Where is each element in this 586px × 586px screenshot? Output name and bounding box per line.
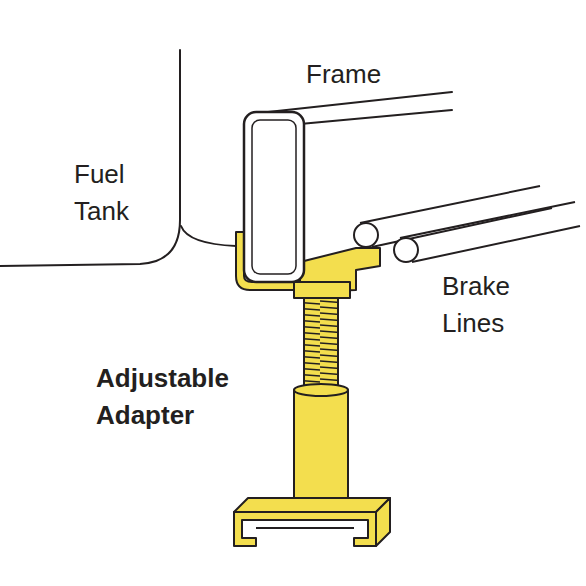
brake-lines <box>354 186 580 262</box>
part-label: Fuel Tank <box>74 156 156 230</box>
fuel-tank-seam <box>181 226 236 246</box>
adapter-tube <box>294 384 348 500</box>
frame-section <box>244 112 304 282</box>
adapter-foot <box>234 498 390 546</box>
threaded-rod <box>304 298 338 390</box>
part-label: Brake Lines <box>442 268 552 342</box>
fuel-tank-outline <box>0 50 180 266</box>
part-label: Adjustable Adapter <box>96 360 266 434</box>
part-label: Frame <box>306 56 426 93</box>
